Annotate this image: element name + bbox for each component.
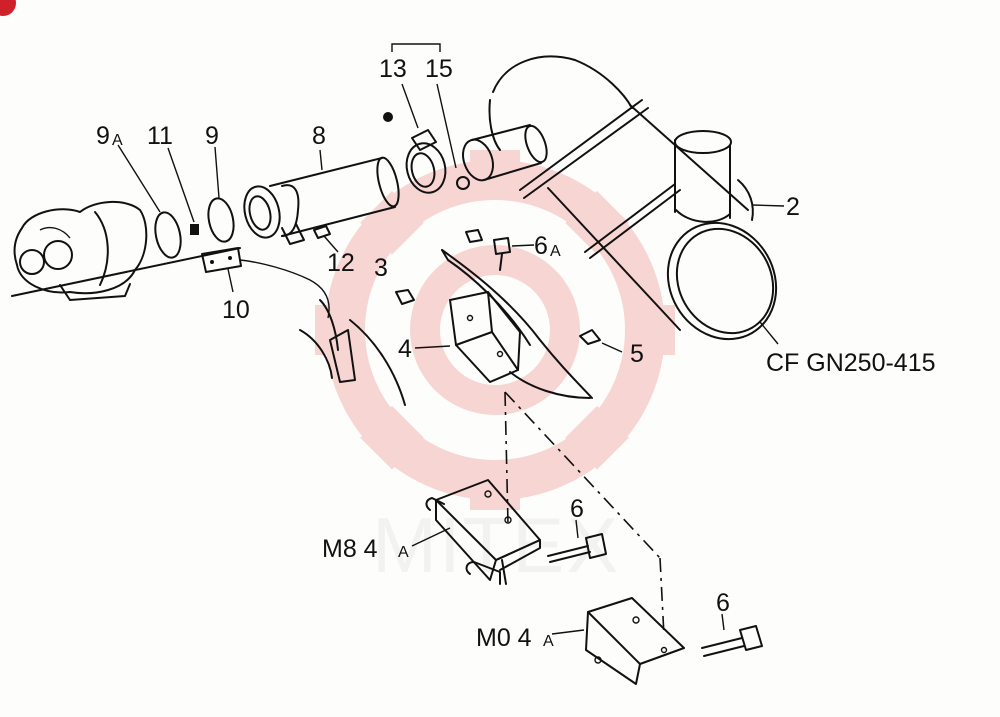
label-m8: M8 4	[322, 535, 378, 563]
label-4: 4	[398, 335, 412, 363]
bolt-6a	[465, 229, 535, 271]
label-8: 8	[312, 122, 326, 150]
label-5: 5	[630, 340, 644, 368]
bolt-12	[313, 225, 339, 253]
label-13: 13	[379, 55, 407, 83]
nut-11	[167, 147, 199, 235]
label-6a: 6	[534, 232, 548, 260]
muffler-2	[488, 55, 785, 345]
nut-3	[395, 289, 415, 305]
gasket-9a	[117, 144, 182, 259]
bracket-assembly-4	[414, 249, 593, 399]
corner-badge	[0, 0, 16, 16]
label-6a-sub: A	[550, 243, 561, 260]
label-2: 2	[786, 193, 800, 221]
mount-bracket-m10	[551, 597, 685, 685]
exhaust-pipe-8	[239, 149, 400, 319]
bolt-6-upper	[547, 519, 607, 563]
label-m10-sub: A	[543, 633, 554, 650]
label-9a-sub: A	[112, 132, 123, 149]
turbocharger	[11, 200, 241, 301]
part-labels: 9 A 11 9 8 10 12 13 15 3 6 A 4 5 2 CF GN…	[96, 55, 936, 652]
watermark: MITEX	[315, 150, 675, 589]
label-m10: M0 4	[476, 624, 532, 652]
assembly-guide-lines	[504, 391, 665, 637]
label-3: 3	[374, 254, 388, 282]
bolt-5	[579, 329, 623, 353]
mount-bracket-m8	[411, 479, 541, 585]
label-12: 12	[327, 249, 355, 277]
label-10: 10	[222, 296, 250, 324]
label-11: 11	[147, 122, 173, 150]
gasket-9	[207, 146, 235, 243]
label-6-upper: 6	[570, 495, 584, 523]
heat-shield	[299, 299, 406, 406]
label-6-lower: 6	[716, 589, 730, 617]
gear-logo-watermark	[315, 150, 675, 510]
muffler-inlet-pipe	[462, 124, 548, 182]
label-9: 9	[205, 122, 219, 150]
label-15: 15	[425, 55, 453, 83]
label-reference-code: CF GN250-415	[766, 349, 936, 377]
label-9a: 9	[96, 122, 110, 150]
bracket-10	[201, 247, 242, 293]
label-m8-sub: A	[398, 544, 409, 561]
clamp-13-15	[383, 43, 470, 194]
bolt-6-lower	[701, 613, 763, 657]
